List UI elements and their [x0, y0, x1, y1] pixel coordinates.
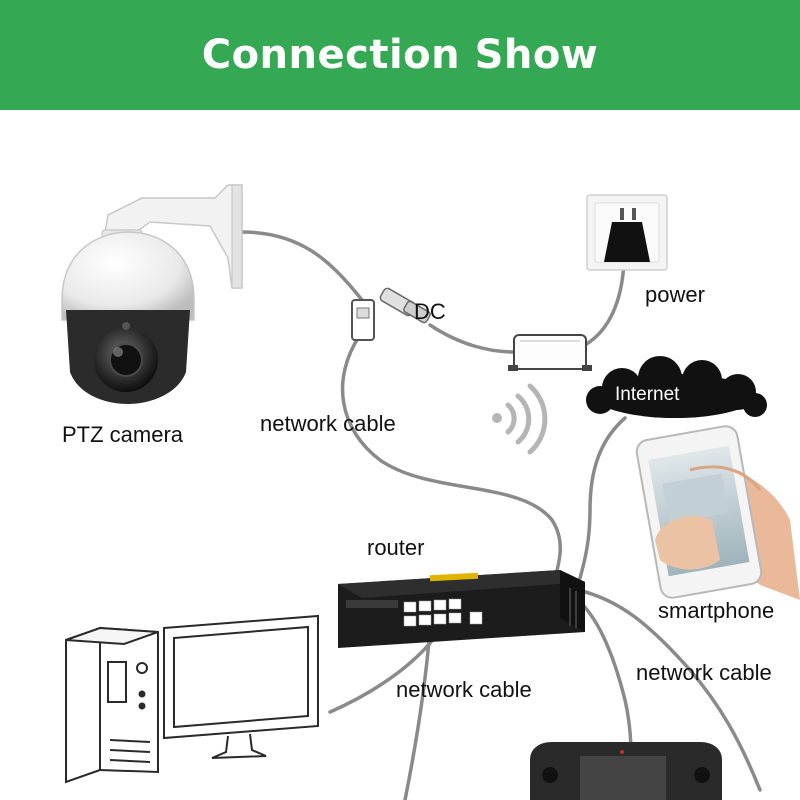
router-down-cable	[403, 628, 432, 800]
network-cable-label-computer: network cable	[396, 677, 532, 702]
smartphone-network-cable	[576, 588, 762, 792]
ptz-camera-icon	[61, 184, 243, 404]
power-outlet-icon	[586, 194, 668, 271]
internet-cable	[578, 416, 627, 580]
power-label: power	[645, 282, 705, 307]
network-connector-icon	[351, 287, 431, 341]
camera-cable	[240, 230, 364, 302]
network-cable-label-right: network cable	[636, 660, 772, 685]
camera-network-cable	[340, 333, 562, 580]
page-title: Connection Show	[201, 32, 599, 78]
desktop-computer-icon	[65, 614, 319, 784]
dc-cable-to-adapter	[428, 323, 516, 354]
internet-label: Internet	[615, 384, 680, 405]
dc-label: DC	[414, 299, 446, 324]
smartphone-icon	[635, 425, 800, 600]
controller-icon	[530, 742, 722, 800]
router-label: router	[367, 535, 425, 560]
adapter-to-outlet-cable	[583, 260, 626, 347]
ptz-camera-label: PTZ camera	[62, 422, 184, 447]
network-cable-label-camera: network cable	[260, 411, 396, 436]
wifi-signal-icon	[492, 383, 548, 455]
title-banner: Connection Show	[0, 0, 800, 110]
internet-cloud-icon	[586, 356, 767, 418]
smartphone-label: smartphone	[658, 598, 775, 623]
power-adapter-icon	[508, 334, 592, 371]
router-icon	[338, 570, 585, 648]
